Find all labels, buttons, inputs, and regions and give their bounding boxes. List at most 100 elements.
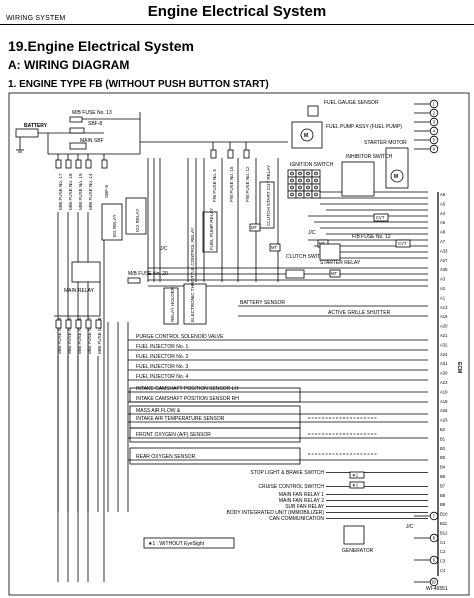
battery-symbol bbox=[15, 128, 39, 138]
ecm-pin-23: A26 bbox=[440, 408, 448, 413]
ecm-pin-33: B9 bbox=[440, 502, 446, 507]
component-label-5: INTAKE CAMSHAFT POSITION SENSOR LH bbox=[136, 386, 238, 392]
fuse-left-label-0: M/B FUSE No. 24 bbox=[57, 317, 62, 354]
ecm-pin-17: A24 bbox=[440, 352, 448, 357]
ecm-pin-29: B4 bbox=[440, 465, 446, 470]
diagram-frame bbox=[8, 92, 470, 596]
ecm-pin-20: A23 bbox=[440, 380, 448, 385]
right-input-label-3: MAIN FAN RELAY 2 bbox=[279, 498, 324, 504]
page-header: Engine Electrical System WIRING SYSTEM bbox=[0, 0, 474, 26]
component-label-3: FUEL INJECTOR No. 3 bbox=[136, 364, 188, 370]
fuse-mid-1 bbox=[227, 149, 234, 159]
etc-relay-label: ELECTRONIC THROTTLE CONTROL RELAY bbox=[190, 227, 195, 322]
jc-label-2: J/C bbox=[308, 230, 316, 236]
star-marker-label-0: ★1 bbox=[352, 473, 359, 478]
clutch-switch-box bbox=[285, 269, 305, 279]
ecm-pin-13: A16 bbox=[440, 314, 448, 319]
fuse-top-2 bbox=[75, 159, 82, 169]
ecm-pin-32: B8 bbox=[440, 493, 446, 498]
ecm-pin-2: A4 bbox=[440, 211, 446, 216]
clutch-switch-label: CLUTCH SWITCH bbox=[286, 254, 328, 260]
heading-engine-type: 1. ENGINE TYPE FB (WITHOUT PUSH BUTTON S… bbox=[8, 79, 269, 90]
section-label: WIRING SYSTEM bbox=[6, 15, 66, 22]
fuse-mid-label-1: F/B FUSE No. 15 bbox=[229, 166, 234, 202]
star-marker-0 bbox=[349, 471, 365, 479]
fuse-no13-label: M/B FUSE No. 13 bbox=[72, 110, 112, 116]
generator-label: GENERATOR bbox=[342, 548, 374, 554]
connector-circle-10 bbox=[429, 577, 439, 587]
sbf8-fuse bbox=[69, 127, 85, 134]
fuse-top-3 bbox=[85, 159, 92, 169]
inhibitor-switch-label: INHIBITOR SWITCH bbox=[346, 154, 393, 160]
right-input-label-0: STOP LIGHT & BRAKE SWITCH bbox=[250, 470, 324, 476]
ecm-pin-4: A8 bbox=[440, 230, 446, 235]
ecm-pin-34: B10 bbox=[440, 512, 448, 517]
fuel-gauge-sensor-label: FUEL GAUGE SENSOR bbox=[324, 100, 379, 106]
connector-circle-label-2: 2 bbox=[433, 111, 436, 116]
component-label-1: FUEL INJECTOR No. 1 bbox=[136, 344, 188, 350]
ecm-pin-labels: A8A5A4A6A8A7A33A27A35A3A2A1A13A16A20A21A… bbox=[440, 192, 448, 573]
main-relay-box bbox=[71, 261, 101, 283]
inhibitor-switch-box bbox=[341, 161, 375, 197]
connector-circle-label-6: 6 bbox=[433, 147, 436, 152]
ecm-pin-9: A3 bbox=[440, 277, 446, 282]
fuse-mid-label-0: F/B FUSE No. 5 bbox=[212, 169, 217, 202]
starter-motor-label: STARTER MOTOR bbox=[364, 140, 407, 146]
mt-box-3 bbox=[269, 243, 281, 252]
jc-label-1: J/C bbox=[160, 246, 168, 252]
chapter-title: Engine Electrical System bbox=[147, 3, 327, 20]
figure-id: WI-46551 bbox=[426, 586, 448, 592]
fuel-pump-relay-box bbox=[202, 211, 218, 253]
fb-fuse-12-label: F/B FUSE No. 12 bbox=[352, 234, 391, 240]
ecm-pin-1: A5 bbox=[440, 201, 446, 206]
main-sbf-fuse bbox=[69, 142, 87, 150]
sensor-box-0 bbox=[129, 387, 301, 403]
connector-circle-label-5: 5 bbox=[433, 138, 436, 143]
connector-circle-label-7: 7 bbox=[433, 514, 436, 519]
component-label-6: INTAKE CAMSHAFT POSITION SENSOR RH bbox=[136, 396, 239, 402]
wiring-diagram: BATTERY M/B FUSE No. 13 SBF-8 MAIN SBF M… bbox=[8, 92, 470, 596]
fuse-no20 bbox=[127, 277, 141, 284]
fuse-left-0 bbox=[55, 319, 62, 329]
connector-circle-label-8: 8 bbox=[433, 536, 436, 541]
connector-circle-1 bbox=[429, 99, 439, 109]
relay-holder-box bbox=[163, 287, 179, 325]
component-label-10: REAR OXYGEN SENSOR bbox=[136, 454, 196, 460]
fuse-no13 bbox=[69, 116, 83, 123]
ecm-pin-36: B12 bbox=[440, 530, 448, 535]
ecm-pin-11: A1 bbox=[440, 295, 446, 300]
cvt-box-2 bbox=[395, 239, 411, 248]
battery-label: BATTERY bbox=[24, 123, 48, 129]
component-label-7: MASS AIR FLOW & bbox=[136, 408, 181, 414]
heading-subsection: A: WIRING DIAGRAM bbox=[8, 58, 130, 72]
ecm-pin-26: B1 bbox=[440, 436, 446, 441]
heading-section: 19.Engine Electrical System bbox=[8, 38, 194, 54]
ecm-pin-3: A6 bbox=[440, 220, 446, 225]
fuse-left-4 bbox=[95, 319, 102, 329]
connector-circle-5 bbox=[429, 135, 439, 145]
starter-motor-icon bbox=[390, 169, 404, 183]
component-label-4: FUEL INJECTOR No. 4 bbox=[136, 374, 188, 380]
connector-circle-label-10: 10 bbox=[431, 580, 436, 585]
fuel-gauge-sensor bbox=[307, 105, 319, 117]
right-input-label-1: CRUISE CONTROL SWITCH bbox=[258, 484, 324, 490]
fuse-top-label-3: M/B FUSE No. 14 bbox=[88, 173, 93, 210]
ecm-pin-35: B11 bbox=[440, 521, 448, 526]
ecm-pin-10: A2 bbox=[440, 286, 446, 291]
active-grille-label: ACTIVE GRILLE SHUTTER bbox=[328, 310, 391, 316]
top-trunk-wires bbox=[147, 158, 428, 287]
fuel-pump-motor-icon bbox=[300, 128, 314, 142]
connector-circle-2 bbox=[429, 108, 439, 118]
etc-relay-box bbox=[183, 283, 207, 325]
ecm-pin-5: A7 bbox=[440, 239, 446, 244]
component-label-2: FUEL INJECTOR No. 2 bbox=[136, 354, 188, 360]
ecm-pin-15: A21 bbox=[440, 333, 448, 338]
ecm-pin-18: A31 bbox=[440, 361, 448, 366]
main-sbf-label: MAIN SBF bbox=[80, 138, 104, 144]
mt-box-4 bbox=[329, 269, 341, 278]
fuel-pump-relay-label: FUEL PUMP RELAY bbox=[209, 208, 214, 250]
fuse-left-1 bbox=[65, 319, 72, 329]
